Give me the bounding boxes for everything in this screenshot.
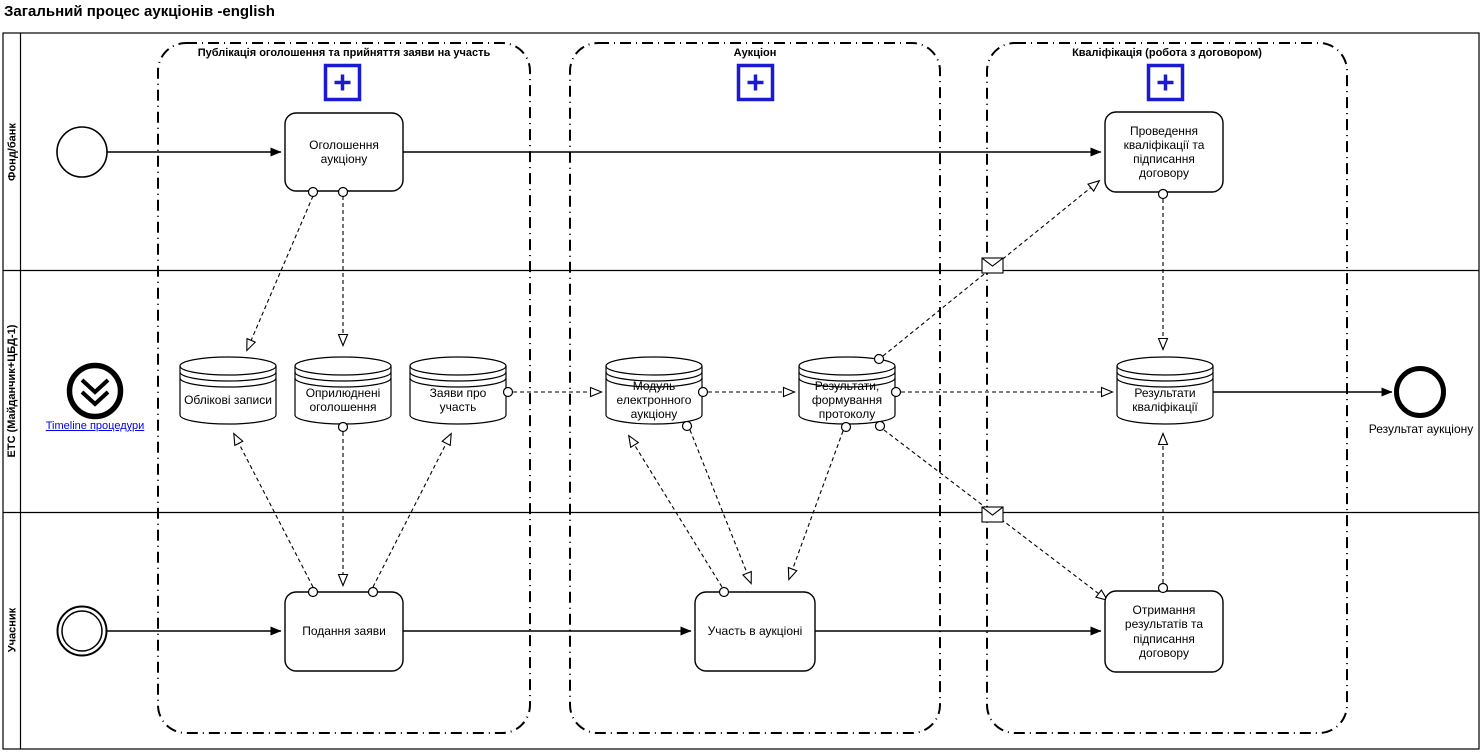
data-association — [689, 429, 752, 585]
lane-label-fund-bank: Фонд/банк — [6, 123, 19, 181]
end-event-auction-result[interactable] — [1394, 366, 1446, 418]
task-participate-label: Участь в аукціоні — [707, 624, 803, 639]
task-apply[interactable] — [284, 591, 404, 672]
datastore-results-protocol-label: Результати, формування протоколу — [811, 378, 883, 422]
timeline-link[interactable]: Timeline процедури — [45, 420, 145, 432]
datastore-accounts[interactable] — [179, 356, 277, 425]
data-association — [882, 179, 1101, 357]
datastore-accounts-label: Облікові записи — [184, 392, 272, 407]
group-label-auction: Аукціон — [733, 46, 777, 59]
process-pool — [2, 32, 1480, 750]
start-event-fund[interactable] — [56, 126, 108, 178]
group-label-qualification: Кваліфікація (робота з договором) — [1072, 46, 1262, 59]
subprocess-plus-icon[interactable] — [736, 63, 775, 102]
datastore-published-announcements[interactable] — [294, 356, 392, 425]
data-association — [246, 195, 314, 352]
group-auction-frame — [569, 42, 941, 734]
datastore-qualification-results[interactable] — [1116, 356, 1214, 425]
message-envelope-icon — [981, 506, 1004, 523]
data-association — [372, 432, 452, 588]
lane-label-ets: ЕТС (Майданчик+ЦБД-1) — [6, 324, 18, 458]
subprocess-plus-icon[interactable] — [323, 63, 362, 102]
start-event-participant[interactable] — [56, 605, 108, 657]
timeline-double-chevron-down-icon[interactable] — [66, 362, 124, 420]
task-receive-label: Отримання результатів та підписання дого… — [1124, 603, 1204, 660]
lane-label-participant: Учасник — [6, 607, 19, 653]
message-envelope-icon — [981, 257, 1004, 274]
diagram-title: Загальний процес аукціонів -english — [4, 3, 275, 20]
subprocess-plus-icon[interactable] — [1146, 63, 1185, 102]
end-event-label: Результат аукціону — [1368, 421, 1474, 436]
datastore-participation-applications-label: Заяви про участь — [429, 385, 487, 414]
datastore-qualification-results-label: Результати кваліфікації — [1132, 385, 1198, 414]
data-association — [233, 432, 314, 588]
task-announce-label: Оголошення аукціону — [309, 137, 379, 166]
task-participate[interactable] — [694, 591, 816, 672]
datastore-auction-module-label: Модуль електронного аукціону — [616, 378, 692, 422]
datastore-results-protocol[interactable] — [798, 356, 896, 425]
data-association — [787, 430, 844, 581]
task-apply-label: Подання заяви — [302, 624, 386, 639]
group-qualification-frame — [986, 42, 1348, 734]
group-label-publication: Публікація оголошення та прийняття заяви… — [197, 46, 491, 59]
datastore-auction-module[interactable] — [605, 356, 703, 425]
connection-points — [307, 186, 1169, 598]
group-publication-frame — [157, 42, 531, 734]
datastore-published-announcements-label: Оприлюднені оголошення — [305, 385, 381, 414]
task-qualify-label: Проведення кваліфікації та підписання до… — [1123, 123, 1205, 181]
datastore-participation-applications[interactable] — [409, 356, 507, 425]
data-association — [627, 434, 723, 588]
